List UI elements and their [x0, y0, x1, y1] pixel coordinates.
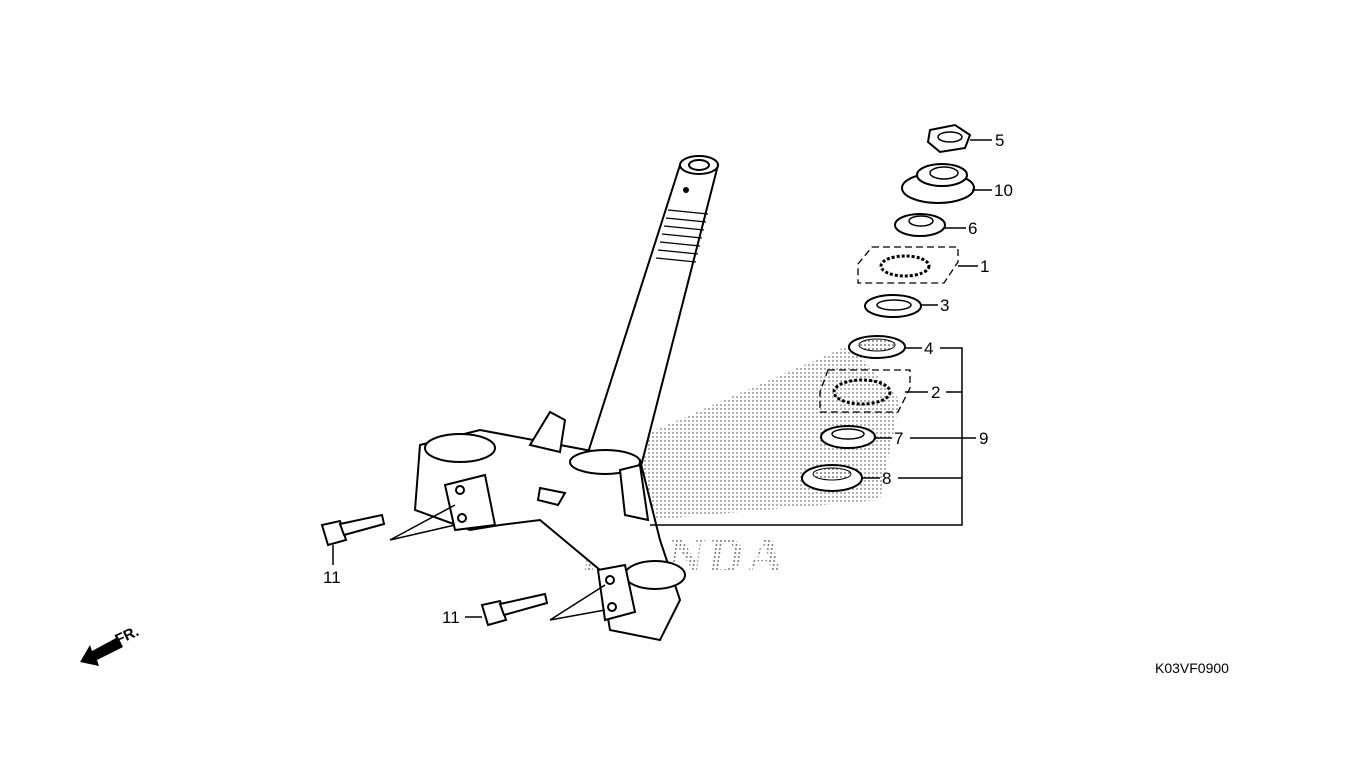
steel-ball-set-lower — [819, 369, 911, 413]
top-ball-race — [864, 294, 922, 318]
callout-11-lower-bolt: 11 — [442, 608, 460, 627]
upper-ball-race — [848, 335, 906, 359]
front-direction-indicator: FR. — [80, 623, 142, 666]
steering-stem — [583, 155, 720, 472]
bottom-cone-race — [820, 425, 876, 449]
lock-nut — [926, 123, 972, 154]
steering-yoke — [413, 410, 686, 642]
callout-1: 1 — [980, 257, 989, 276]
callout-8: 8 — [882, 469, 891, 488]
callout-5: 5 — [995, 131, 1004, 150]
top-cone-race — [894, 213, 946, 237]
callout-4: 4 — [924, 339, 933, 358]
callout-3: 3 — [940, 296, 949, 315]
callout-9: 9 — [979, 429, 988, 448]
callout-6: 6 — [968, 219, 977, 238]
arrow-icon — [80, 637, 123, 666]
callout-labels: 5 10 6 1 3 4 2 7 9 8 11 11 — [323, 131, 1013, 627]
callout-7: 7 — [894, 429, 903, 448]
steel-ball-set-upper — [857, 246, 959, 284]
dust-seal — [801, 464, 863, 492]
diagram-code: K03VF0900 — [1155, 660, 1229, 676]
adjusting-nut — [901, 163, 975, 204]
bolt-upper — [320, 504, 456, 547]
front-label: FR. — [113, 623, 142, 649]
leader-lines — [332, 139, 992, 618]
callout-2: 2 — [931, 383, 940, 402]
callout-10: 10 — [994, 181, 1013, 200]
callout-11-upper-bolt: 11 — [323, 568, 341, 587]
bolt-lower — [480, 584, 606, 627]
